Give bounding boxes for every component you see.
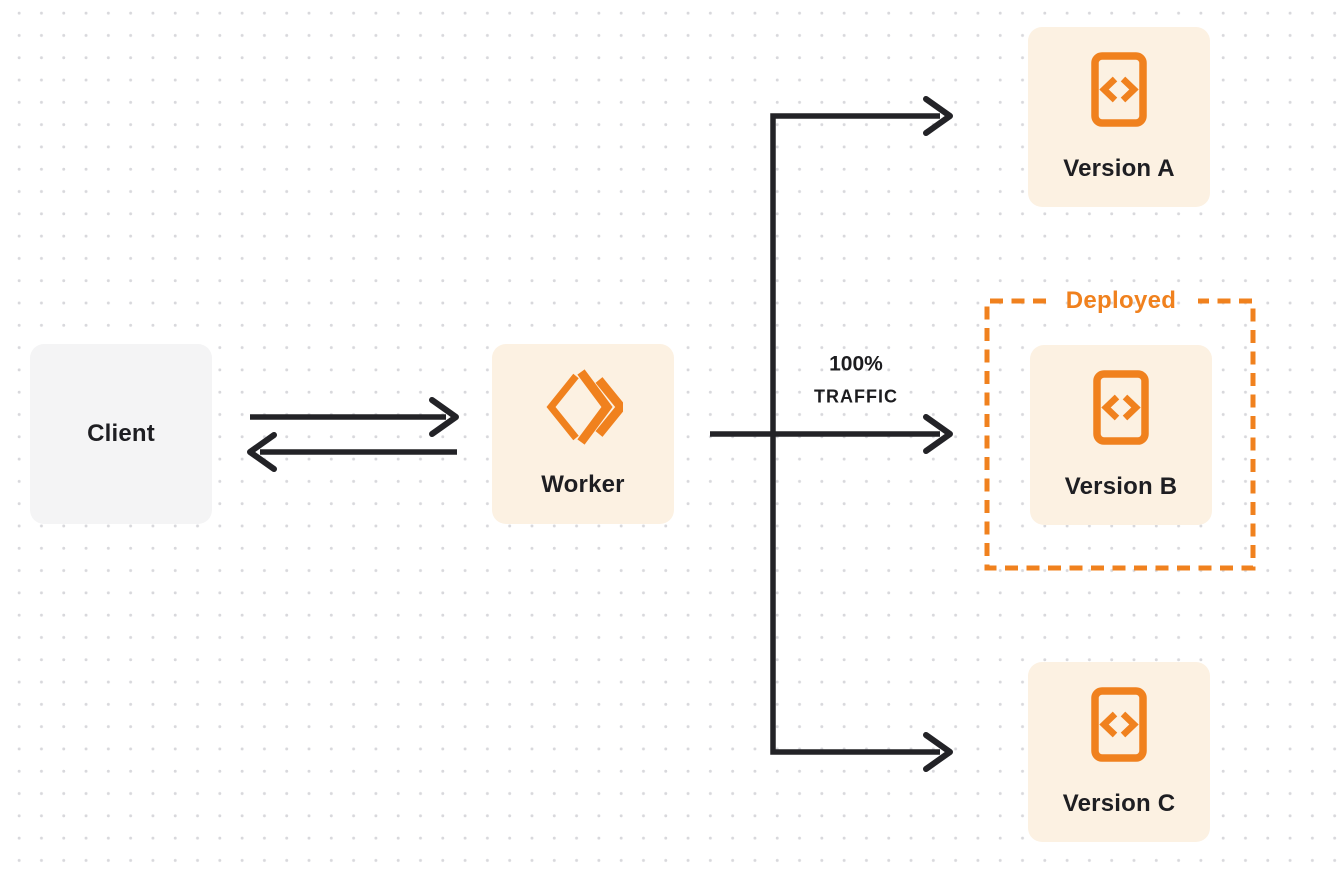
traffic-word-label: TRAFFIC — [814, 386, 898, 407]
client-to-worker-arrowhead-icon — [429, 397, 459, 437]
worker-label: Worker — [541, 471, 625, 498]
code-file-icon — [1091, 686, 1147, 762]
traffic-annotation: 100% TRAFFIC — [814, 353, 898, 408]
code-file-icon — [1093, 369, 1149, 445]
code-file-icon — [1091, 51, 1147, 127]
node-version-b: Version B — [1030, 345, 1212, 525]
traffic-percent-label: 100% — [829, 352, 883, 376]
branch-trunk-line — [770, 113, 940, 755]
node-version-a: Version A — [1028, 27, 1210, 207]
node-version-c: Version C — [1028, 662, 1210, 842]
node-worker: Worker — [492, 344, 674, 524]
version-b-label: Version B — [1064, 472, 1178, 500]
version-c-label: Version C — [1062, 789, 1176, 817]
worker-to-client-arrowhead-icon — [247, 432, 277, 472]
node-client: Client — [30, 344, 212, 524]
cloudflare-workers-logo-icon — [546, 369, 623, 445]
version-a-label: Version A — [1063, 154, 1175, 182]
version-a-arrowhead-icon — [923, 96, 953, 136]
client-label: Client — [87, 420, 155, 447]
deployed-group-label: Deployed — [1065, 287, 1177, 314]
version-c-arrowhead-icon — [923, 732, 953, 772]
version-b-arrowhead-icon — [923, 414, 953, 454]
